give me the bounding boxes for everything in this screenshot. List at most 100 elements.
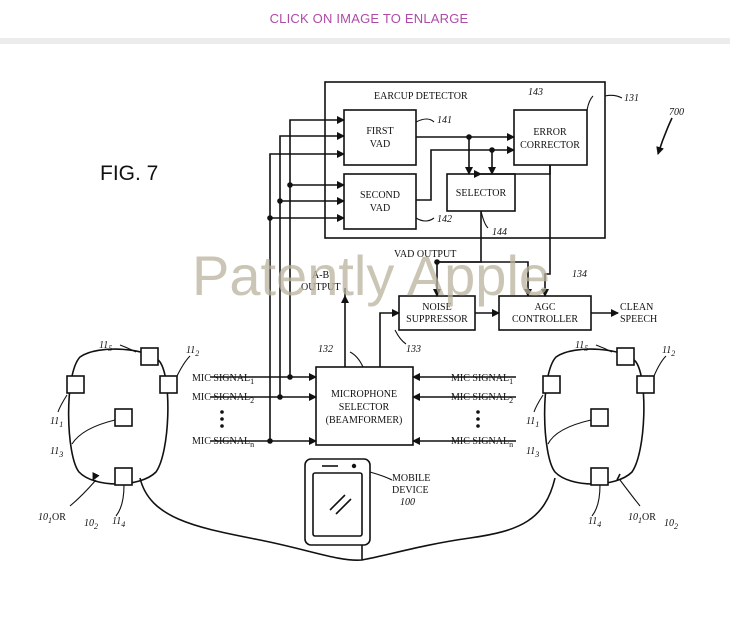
- svg-text:112: 112: [662, 345, 675, 358]
- ref-r-11-5: 11: [575, 340, 584, 351]
- ref-r-11-1: 11: [526, 416, 535, 427]
- mic-signal-l1-sub: 1: [250, 377, 254, 386]
- ref-l-11-1-sub: 1: [59, 420, 63, 429]
- ref-134: 134: [572, 269, 587, 280]
- ref-144: 144: [492, 227, 507, 238]
- ref-l-cup-sub2: 2: [94, 522, 98, 531]
- ref-l-11-5-sub: 5: [108, 344, 112, 353]
- ref-r-11-5-sub: 5: [584, 344, 588, 353]
- svg-text:102: 102: [664, 518, 678, 531]
- mic-signal-r2: MIC SIGNAL: [451, 392, 509, 403]
- svg-text:115: 115: [99, 340, 112, 353]
- ref-l-cup-sub1: 1: [48, 516, 52, 525]
- ref-r-cup2: 10: [664, 518, 674, 529]
- ref-r-or: OR: [642, 512, 656, 523]
- patent-figure[interactable]: FIG. 7 700 EARCUP DETECTOR 131 FIRST VAD…: [0, 44, 730, 622]
- ref-r-cup: 10: [628, 512, 638, 523]
- second-vad-line1: SECOND: [360, 190, 400, 201]
- svg-text:MIC SIGNAL1: MIC SIGNAL1: [192, 373, 254, 386]
- mobile-device-line1: MOBILE: [392, 473, 430, 484]
- agc-line2: CONTROLLER: [512, 314, 578, 325]
- mic-selector-line2: SELECTOR: [339, 402, 390, 413]
- svg-text:113: 113: [50, 446, 63, 459]
- mic-signal-l2: MIC SIGNAL: [192, 392, 250, 403]
- ref-l-11-3: 11: [50, 446, 59, 457]
- mic-signal-rn: MIC SIGNAL: [451, 436, 509, 447]
- figure-title: FIG. 7: [100, 162, 158, 185]
- ref-l-11-2-sub: 2: [195, 349, 199, 358]
- ref-r-11-2: 11: [662, 345, 671, 356]
- svg-text:113: 113: [526, 446, 539, 459]
- svg-text:102: 102: [84, 518, 98, 531]
- ref-l-11-3-sub: 3: [58, 450, 63, 459]
- ref-l-or: OR: [52, 512, 66, 523]
- mic-signal-r1-sub: 1: [509, 377, 513, 386]
- mic-signal-l2-sub: 2: [250, 396, 254, 405]
- mic-signal-rn-sub: n: [509, 440, 513, 449]
- mic-selector-line3: (BEAMFORMER): [326, 415, 403, 426]
- first-vad-line2: VAD: [370, 139, 390, 150]
- mic-signal-ln-sub: n: [250, 440, 254, 449]
- ref-r-11-4-sub: 4: [597, 520, 601, 529]
- mobile-device: [304, 458, 371, 546]
- right-mic-3: [590, 408, 609, 427]
- svg-text:MIC SIGNAL1: MIC SIGNAL1: [451, 373, 513, 386]
- svg-text:112: 112: [186, 345, 199, 358]
- ref-l-11-5: 11: [99, 340, 108, 351]
- left-mic-4: [114, 467, 133, 486]
- ref-142: 142: [437, 214, 452, 225]
- headset-cable: [139, 477, 556, 562]
- svg-text:115: 115: [575, 340, 588, 353]
- ref-l-11-4: 11: [112, 516, 121, 527]
- ref-l-11-2: 11: [186, 345, 195, 356]
- ref-l-cup2: 10: [84, 518, 94, 529]
- top-bar: CLICK ON IMAGE TO ENLARGE: [0, 0, 730, 44]
- mic-signal-ln: MIC SIGNAL: [192, 436, 250, 447]
- bf-output-line2: OUTPUT: [301, 282, 340, 293]
- ref-r-11-3-sub: 3: [534, 450, 539, 459]
- ref-l-11-1: 11: [50, 416, 59, 427]
- error-corrector-line2: CORRECTOR: [520, 140, 580, 151]
- ref-r-11-4: 11: [588, 516, 597, 527]
- mic-signal-r1: MIC SIGNAL: [451, 373, 509, 384]
- ref-r-11-1-sub: 1: [535, 420, 539, 429]
- ref-131: 131: [624, 93, 639, 104]
- mic-signal-r2-sub: 2: [509, 396, 513, 405]
- ref-133: 133: [406, 344, 421, 355]
- agc-line1: AGC: [534, 302, 555, 313]
- mobile-device-line2: DEVICE: [392, 485, 429, 496]
- noise-suppressor-line2: SUPPRESSOR: [406, 314, 468, 325]
- svg-text:101OR: 101OR: [38, 512, 66, 525]
- vad-output-label: VAD OUTPUT: [394, 249, 456, 260]
- left-mic-1: [66, 375, 85, 394]
- selector-label: SELECTOR: [456, 188, 507, 199]
- svg-text:MIC SIGNAL2: MIC SIGNAL2: [192, 392, 254, 405]
- mic-signal-l1: MIC SIGNAL: [192, 373, 250, 384]
- svg-text:111: 111: [526, 416, 539, 429]
- bf-output-line1: A-B: [312, 270, 330, 281]
- mobile-device-ref: 100: [400, 497, 415, 508]
- right-mic-1: [542, 375, 561, 394]
- svg-text:111: 111: [50, 416, 63, 429]
- ref-l-cup: 10: [38, 512, 48, 523]
- ref-r-11-3: 11: [526, 446, 535, 457]
- clean-speech-line1: CLEAN: [620, 302, 653, 313]
- second-vad-box: [343, 173, 417, 230]
- left-mic-3: [114, 408, 133, 427]
- header-divider: [0, 38, 730, 44]
- second-vad-line2: VAD: [370, 203, 390, 214]
- left-mic-2: [159, 375, 178, 394]
- clean-speech-line2: SPEECH: [620, 314, 657, 325]
- right-mic-4: [590, 467, 609, 486]
- mic-selector-line1: MICROPHONE: [331, 389, 397, 400]
- enlarge-link[interactable]: CLICK ON IMAGE TO ENLARGE: [269, 11, 469, 26]
- right-mic-5: [616, 347, 635, 366]
- svg-text:101OR: 101OR: [628, 512, 656, 525]
- ref-141: 141: [437, 115, 452, 126]
- svg-text:114: 114: [588, 516, 601, 529]
- svg-text:MIC SIGNALn: MIC SIGNALn: [451, 436, 513, 449]
- ref-700: 700: [669, 107, 684, 118]
- first-vad-box: [343, 109, 417, 166]
- ref-143: 143: [528, 87, 543, 98]
- earcup-detector-box: [324, 81, 606, 239]
